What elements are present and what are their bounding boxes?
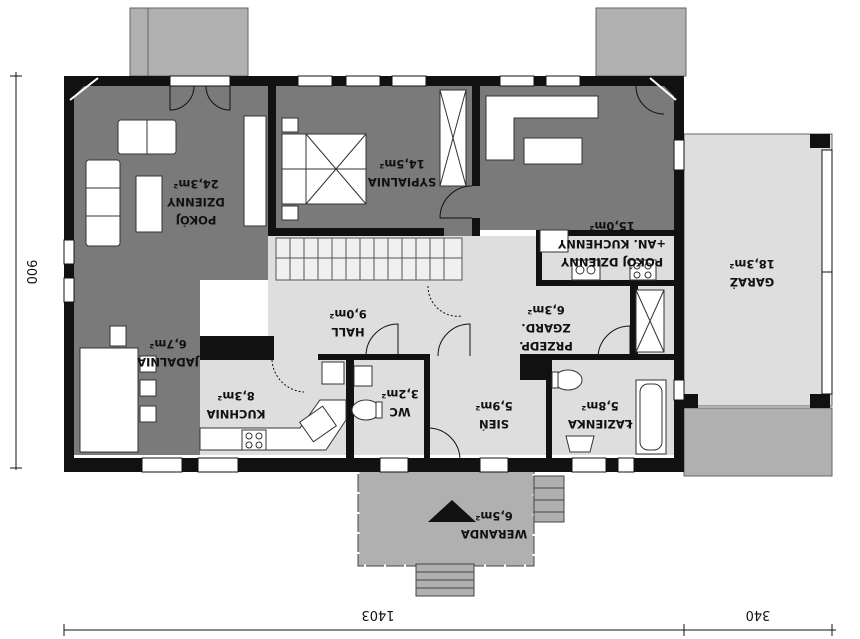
area-veranda: 6,5m² <box>475 509 512 523</box>
area-garage-hall: 6,3m² <box>527 303 564 317</box>
furniture-living <box>85 115 267 247</box>
corner-windows <box>69 77 677 101</box>
furniture-dining <box>79 325 157 453</box>
label-bedroom: SYPIALNIA <box>368 175 436 189</box>
area-bathroom: 5,8m² <box>581 399 618 413</box>
label-living-kitchen-2: +AN. KUCHENNY <box>557 237 666 251</box>
dimension-labels: 1403 340 900 <box>23 260 770 622</box>
label-hall: HALL <box>331 325 365 339</box>
label-garage-hall: PRZEDP. <box>519 339 573 353</box>
area-vestibule: 5,9m² <box>475 399 512 413</box>
furniture-kitchen <box>199 361 347 451</box>
area-garage: 18,3m² <box>729 257 774 271</box>
label-bathroom: ŁAZIENKA <box>568 417 633 431</box>
terrace-bottom-right <box>683 407 833 477</box>
area-dining: 6,7m² <box>149 337 186 351</box>
label-garage-hall-2: ZGARD. <box>521 321 570 335</box>
terrace-top-right <box>595 7 687 77</box>
area-living-room: 24,3m² <box>173 177 218 191</box>
area-hall: 9,0m² <box>329 307 366 321</box>
label-vestibule: SIEŃ <box>479 417 509 432</box>
stairs <box>275 237 463 281</box>
furniture-sanitary <box>351 289 667 455</box>
entrance-arrow-icon <box>428 500 476 522</box>
dim-height: 900 <box>23 260 38 285</box>
label-garage: GARAŻ <box>730 275 774 290</box>
label-living-room: POKÓJ <box>176 213 217 228</box>
veranda <box>356 468 565 597</box>
interior-walls <box>200 86 830 458</box>
area-bedroom: 14,5m² <box>379 157 424 171</box>
dimension-lines <box>10 72 836 636</box>
area-wc: 3,2m² <box>381 387 418 401</box>
dim-main-width: 1403 <box>361 607 394 622</box>
label-living-room-2: DZIENNY <box>167 195 225 209</box>
label-kitchen: KUCHNIA <box>206 407 265 421</box>
room-labels: POKÓJ DZIENNY 24,3m² SYPIALNIA 14,5m² PO… <box>137 157 775 541</box>
doors <box>169 85 665 461</box>
label-wc: WC <box>389 405 410 419</box>
label-veranda: WERANDA <box>461 527 527 541</box>
area-kitchen: 8,3m² <box>217 389 254 403</box>
floor-garage <box>683 133 833 407</box>
label-dining: JADALNIA <box>137 355 200 369</box>
dim-garage-width: 340 <box>746 607 771 622</box>
furniture-living-kitchen <box>485 95 657 281</box>
area-living-kitchen: 15,0m² <box>589 219 634 233</box>
label-living-kitchen: POKÓJ DZIENNY <box>560 255 663 270</box>
terrace-top-left <box>129 7 249 77</box>
furniture-bedroom <box>281 89 467 221</box>
